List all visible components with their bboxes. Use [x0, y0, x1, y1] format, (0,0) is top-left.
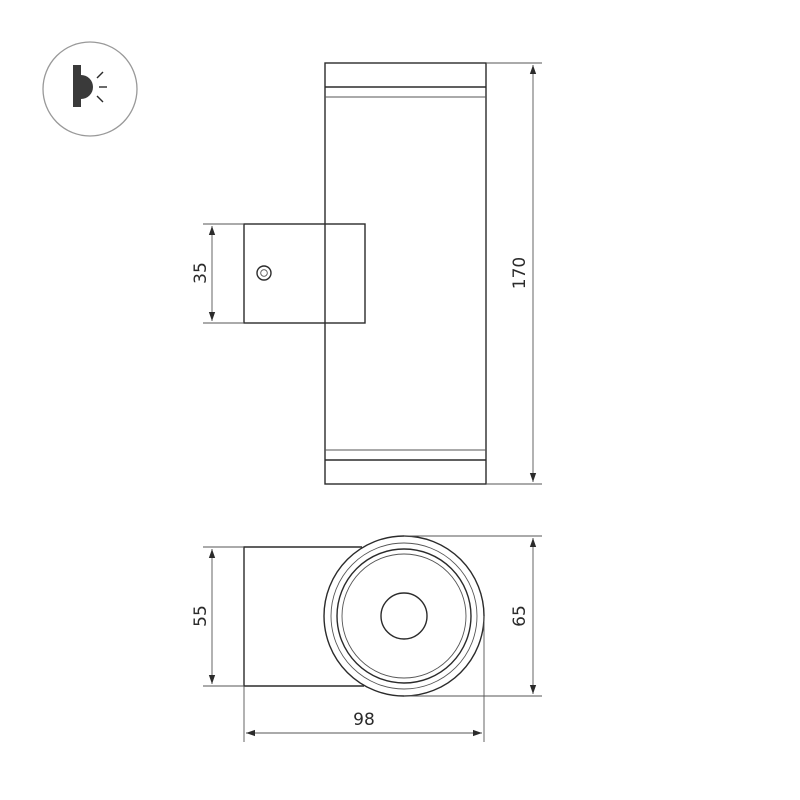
- body-circle-outer: [323, 535, 485, 697]
- dim-total-depth: 98: [353, 710, 375, 730]
- lens-circle: [380, 592, 428, 640]
- wall-light-icon: [42, 41, 138, 137]
- bracket-outline: [243, 223, 366, 324]
- dim-bracket-height: 35: [191, 262, 211, 284]
- top-bracket-outline: [243, 546, 364, 687]
- front-view: 35 170: [191, 62, 542, 485]
- dim-bracket-depth: 55: [191, 605, 211, 627]
- dim-body-diameter: 65: [510, 605, 530, 627]
- dim-total-height: 170: [510, 257, 530, 289]
- screw-icon: [256, 265, 272, 281]
- body-outline: [324, 62, 487, 485]
- top-view: 55 65 98: [191, 535, 542, 742]
